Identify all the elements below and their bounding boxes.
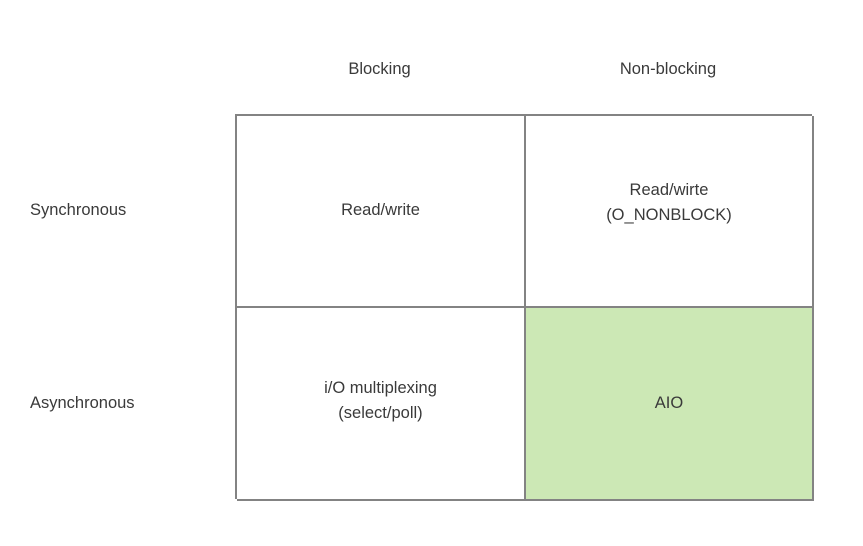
column-header-non-blocking: Non-blocking — [619, 60, 717, 78]
cell-text-stack: i/O multiplexing (select/poll) — [324, 376, 437, 426]
cell-text-line: (O_NONBLOCK) — [606, 206, 732, 224]
cell-text-stack: Read/write — [341, 198, 420, 223]
matrix-grid: Read/write Read/wirte (O_NONBLOCK) i/O m… — [235, 114, 814, 501]
cell-synchronous-non-blocking: Read/wirte (O_NONBLOCK) — [526, 116, 814, 308]
cell-synchronous-blocking: Read/write — [237, 116, 526, 308]
cell-text-line: AIO — [654, 394, 684, 412]
cell-text-stack: Read/wirte (O_NONBLOCK) — [606, 178, 732, 228]
column-header-blocking: Blocking — [348, 60, 411, 78]
row-header-synchronous: Synchronous — [30, 201, 127, 219]
cell-text-line: (select/poll) — [338, 403, 423, 422]
cell-asynchronous-blocking: i/O multiplexing (select/poll) — [237, 308, 526, 501]
cell-text-line: Read/wirte — [629, 181, 709, 199]
cell-text-line: i/O multiplexing — [324, 378, 437, 397]
cell-asynchronous-non-blocking-highlighted: AIO — [526, 308, 814, 501]
cell-text-line: Read/write — [341, 200, 420, 219]
row-header-asynchronous: Asynchronous — [30, 394, 135, 412]
cell-text-stack: AIO — [655, 391, 683, 416]
